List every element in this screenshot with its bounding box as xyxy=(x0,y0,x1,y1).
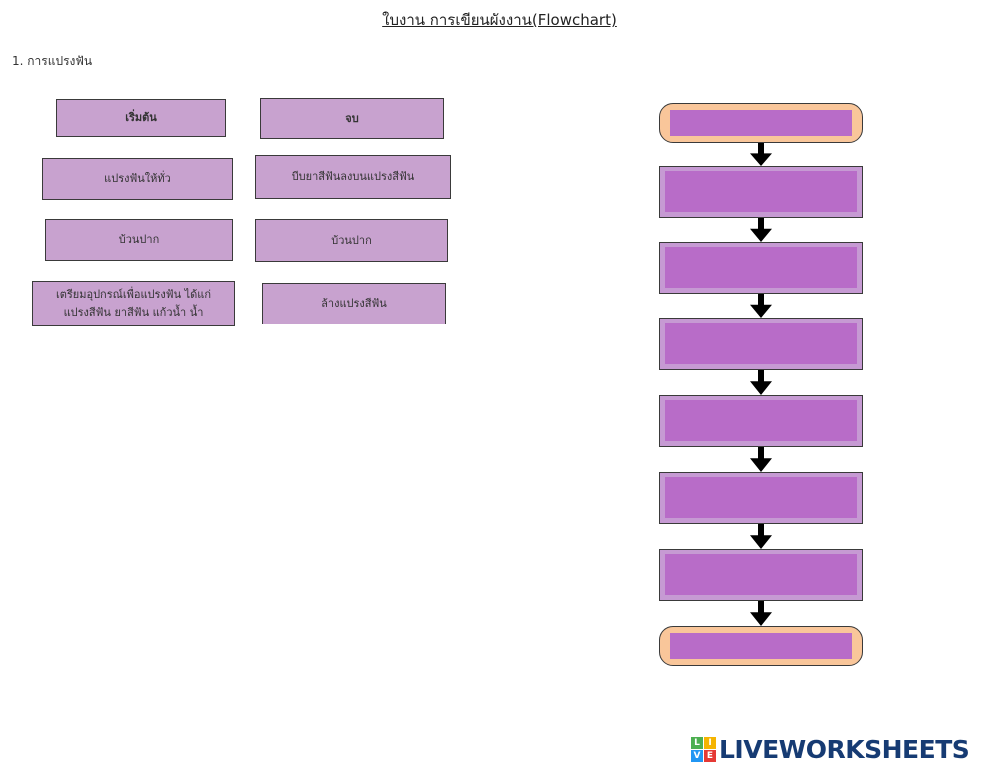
drop-zone[interactable] xyxy=(670,633,852,659)
card-label: บีบยาสีฟันลงบนแปรงสีฟัน xyxy=(291,170,415,184)
flowchart-process-slot-2[interactable] xyxy=(659,242,863,294)
flowchart-end-slot[interactable] xyxy=(659,626,863,666)
card-label-line2: แปรงสีฟัน ยาสีฟัน แก้วน้ำ น้ำ xyxy=(63,305,204,319)
answer-card-wash-toothbrush[interactable]: ล้างแปรงสีฟัน xyxy=(262,283,446,324)
drop-zone[interactable] xyxy=(670,110,852,136)
answer-card-start[interactable]: เริ่มต้น xyxy=(56,99,226,137)
arrow-down-icon xyxy=(750,218,772,242)
flowchart-start-slot[interactable] xyxy=(659,103,863,143)
drop-zone[interactable] xyxy=(665,400,857,441)
flowchart-process-slot-4[interactable] xyxy=(659,395,863,447)
logo-letter: E xyxy=(704,750,716,762)
arrow-down-icon xyxy=(750,601,772,626)
arrow-down-icon xyxy=(750,294,772,318)
flowchart-process-slot-1[interactable] xyxy=(659,166,863,218)
card-label-line1: เตรียมอุปกรณ์เพื่อแปรงฟัน ได้แก่ xyxy=(55,288,212,302)
logo-letter: L xyxy=(691,737,703,749)
card-label: ล้างแปรงสีฟัน xyxy=(321,297,387,311)
drop-zone[interactable] xyxy=(665,554,857,595)
flowchart-process-slot-5[interactable] xyxy=(659,472,863,524)
arrow-down-icon xyxy=(750,143,772,166)
drop-zone[interactable] xyxy=(665,477,857,518)
answer-card-prepare-equipment[interactable]: เตรียมอุปกรณ์เพื่อแปรงฟัน ได้แก่ แปรงสีฟ… xyxy=(32,281,235,326)
answer-card-squeeze-toothpaste[interactable]: บีบยาสีฟันลงบนแปรงสีฟัน xyxy=(255,155,451,199)
answer-card-rinse-mouth-2[interactable]: บ้วนปาก xyxy=(255,219,448,262)
card-label: เริ่มต้น xyxy=(125,111,157,125)
drop-zone[interactable] xyxy=(665,247,857,288)
card-label: จบ xyxy=(345,111,359,125)
live-grid-icon: L I V E xyxy=(691,737,716,762)
drop-zone[interactable] xyxy=(665,323,857,364)
arrow-down-icon xyxy=(750,370,772,395)
arrow-down-icon xyxy=(750,447,772,472)
logo-letter: V xyxy=(691,750,703,762)
logo-letter: I xyxy=(704,737,716,749)
section-label: 1. การแปรงฟัน xyxy=(12,54,93,68)
liveworksheets-logo: L I V E LIVEWORKSHEETS xyxy=(691,735,970,764)
logo-wordmark: LIVEWORKSHEETS xyxy=(719,735,970,764)
answer-card-rinse-mouth-1[interactable]: บ้วนปาก xyxy=(45,219,233,261)
card-label: บ้วนปาก xyxy=(331,233,372,247)
answer-card-brush-thoroughly[interactable]: แปรงฟันให้ทั่ว xyxy=(42,158,233,200)
flowchart-process-slot-3[interactable] xyxy=(659,318,863,370)
answer-card-end[interactable]: จบ xyxy=(260,98,444,139)
card-label: บ้วนปาก xyxy=(118,233,160,247)
arrow-down-icon xyxy=(750,524,772,549)
page-title: ใบงาน การเขียนผังงาน(Flowchart) xyxy=(382,11,617,29)
drop-zone[interactable] xyxy=(665,171,857,212)
card-label: แปรงฟันให้ทั่ว xyxy=(104,172,171,186)
flowchart-process-slot-6[interactable] xyxy=(659,549,863,601)
